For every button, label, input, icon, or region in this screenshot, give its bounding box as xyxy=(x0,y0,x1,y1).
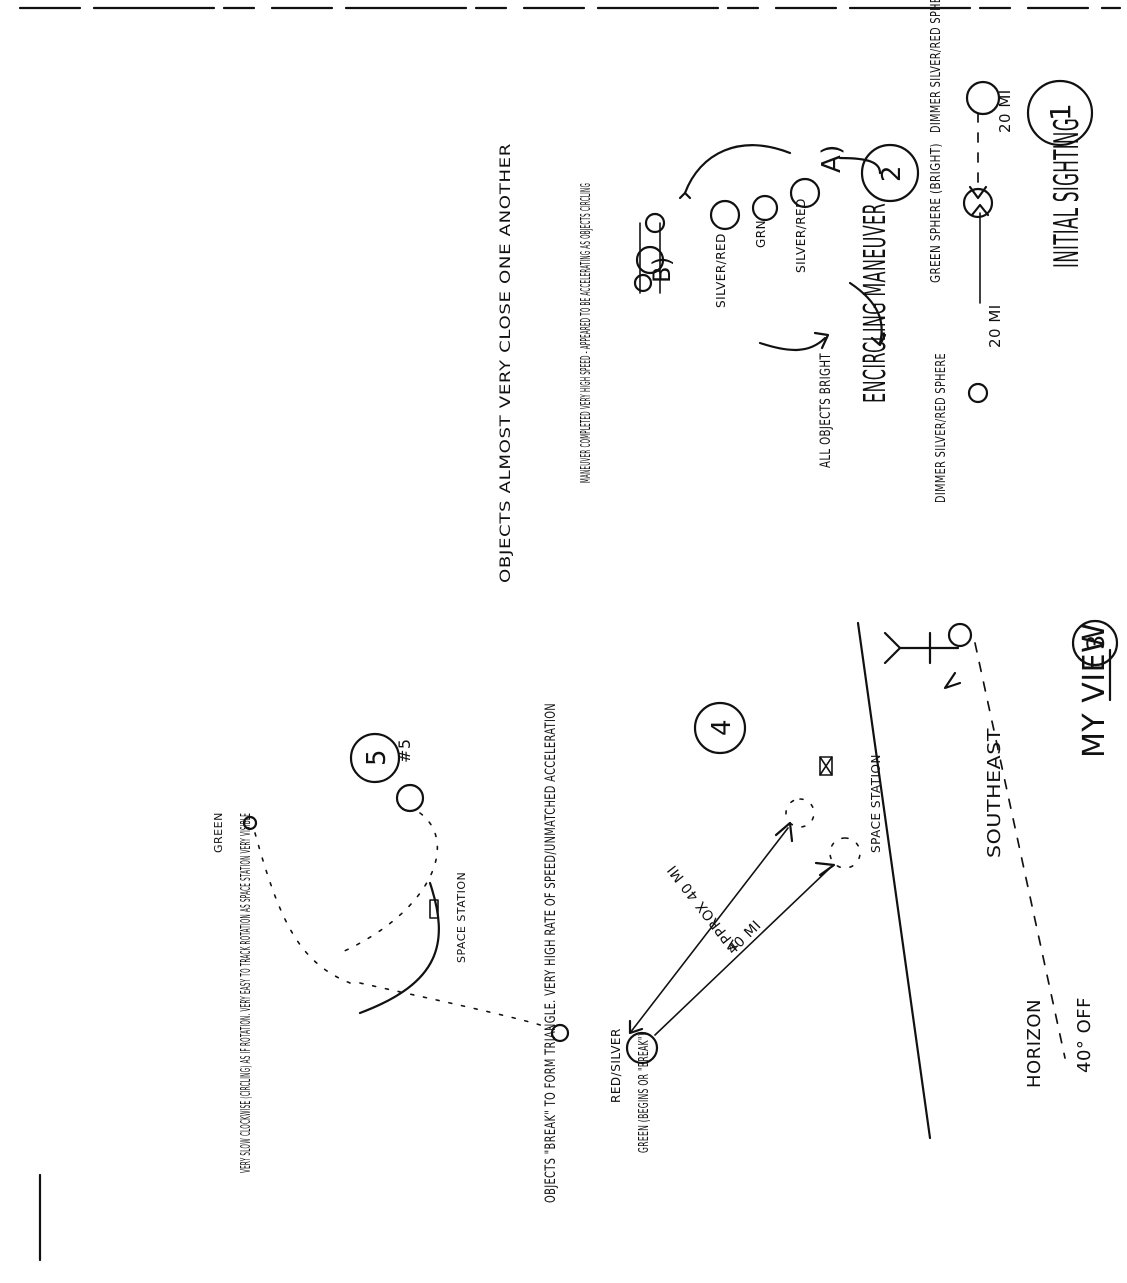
orbit-arrow-left xyxy=(678,191,692,200)
panel-3-number: 3 xyxy=(1082,634,1110,650)
horizon-line xyxy=(856,621,932,1140)
panel-4-number-circle xyxy=(693,701,747,755)
center-sphere-label: GREEN SPHERE (BRIGHT) xyxy=(929,143,944,283)
panel-1-number-circle xyxy=(1026,79,1094,147)
all-objects-bright: ALL OBJECTS BRIGHT xyxy=(818,353,834,468)
encircle-bottom-label: SILVER/RED xyxy=(714,233,728,308)
orbit-arrow-bottom xyxy=(813,331,830,350)
right-side-arrow xyxy=(814,861,836,877)
southeast-arrow xyxy=(943,671,962,690)
rotating-sphere-3 xyxy=(550,1023,570,1043)
left-dim-sphere xyxy=(965,80,1001,116)
right-triangle-side xyxy=(654,867,831,1036)
panel-2: 2 ENCIRCLING MANEUVER A) SILVER/RED GRN … xyxy=(498,143,920,583)
close-objects-note: OBJECTS ALMOST VERY CLOSE ONE ANOTHER xyxy=(498,143,514,583)
panel-2-number-circle xyxy=(860,143,920,203)
green-sphere xyxy=(962,187,994,219)
panel-2-number: 2 xyxy=(877,165,907,182)
rotated-drawing: 1 INITIAL SIGHTING 20 MI DIMMER SILVER/R… xyxy=(212,0,1119,1203)
encircle-top-sphere xyxy=(789,177,821,209)
close-sphere-3 xyxy=(633,273,653,293)
left-marker-label: #5 xyxy=(395,738,414,763)
rotation-note: VERY SLOW CLOCKWISE (CIRCLING) AS IF ROT… xyxy=(239,813,254,1173)
rotating-sphere-1 xyxy=(395,783,425,813)
panel-4: 4 APPROX 40 MI GREEN (BEGINS OR "BREAK")… xyxy=(543,701,883,1203)
panel-1-title: INITIAL SIGHTING xyxy=(1047,118,1087,268)
rotating-sphere-2 xyxy=(242,815,258,831)
orbit-arc-right xyxy=(838,156,882,175)
observer-legs xyxy=(883,631,902,665)
space-station-icon xyxy=(819,756,833,776)
southeast-label: SOUTHEAST xyxy=(984,727,1005,858)
panel-3-number-circle xyxy=(1071,619,1119,667)
encircle-bottom-sphere xyxy=(709,199,741,231)
panel-5-number: 5 xyxy=(362,749,392,766)
panel-1-number: 1 xyxy=(1044,103,1077,121)
orbit-arc-left xyxy=(683,144,792,195)
orbit-arrow-top xyxy=(870,333,887,347)
rotation-path-right xyxy=(359,982,551,1029)
panel-5-green-label: GREEN xyxy=(212,812,225,853)
maneuver-note: MANEUVER COMPLETED VERY HIGH SPEED - APP… xyxy=(579,183,594,483)
green-break-sphere xyxy=(625,1031,659,1065)
left-side-arrow-top xyxy=(774,821,794,843)
panel-4-number: 4 xyxy=(707,719,737,736)
observer-head xyxy=(947,622,973,648)
panel-3-title: MY VIEW xyxy=(1077,623,1112,758)
rotation-path-top xyxy=(339,812,439,954)
panel-5: 5 #5 GREEN RED/SILVER SPACE STATION VERY… xyxy=(212,732,623,1173)
panel-5-station-icon xyxy=(429,899,439,919)
left-side-arrow-bottom xyxy=(628,1019,644,1035)
scan-edge-marks xyxy=(18,6,1122,1262)
left-triangle-side xyxy=(629,827,789,1034)
left-sphere-label: DIMMER SILVER/RED SPHERE xyxy=(929,0,944,133)
triangle-caption: OBJECTS "BREAK" TO FORM TRIANGLE. VERY H… xyxy=(543,703,559,1203)
red-silver-label: RED/SILVER xyxy=(609,1028,623,1103)
encircle-green-label: GRN xyxy=(754,220,768,248)
encircle-green-sphere xyxy=(751,194,779,222)
right-distance-label: 20 MI xyxy=(986,304,1004,348)
space-station-label: SPACE STATION xyxy=(869,754,883,853)
orbit-arc-top xyxy=(848,281,883,345)
space-station-cross xyxy=(819,756,833,776)
panel-1: 1 INITIAL SIGHTING 20 MI DIMMER SILVER/R… xyxy=(929,0,1094,503)
panel-2-title: ENCIRCLING MANEUVER xyxy=(858,203,893,403)
rotation-path-left xyxy=(254,832,351,984)
encircle-top-label: SILVER/RED xyxy=(794,198,808,273)
orbit-arc-bottom xyxy=(758,336,827,352)
right-arrow xyxy=(970,203,990,217)
station-dotted-sphere xyxy=(829,837,861,869)
close-sphere-1 xyxy=(644,212,666,234)
right-dim-sphere xyxy=(967,382,989,404)
panel-3: 3 MY VIEW SOUTHEAST 40° OFF HORIZON xyxy=(856,619,1119,1140)
horizon-label: HORIZON xyxy=(1024,999,1045,1088)
close-sphere-2 xyxy=(635,245,665,275)
green-break-label: GREEN (BEGINS OR "BREAK") xyxy=(637,1033,652,1153)
angle-label: 40° OFF xyxy=(1074,997,1095,1073)
clockwise-arc xyxy=(358,881,440,1015)
panel-5-station-label: SPACE STATION xyxy=(455,872,468,963)
panel-5-number-circle xyxy=(349,732,401,784)
top-dotted-sphere xyxy=(785,798,815,828)
right-sphere-label: DIMMER SILVER/RED SPHERE xyxy=(934,353,949,503)
left-distance-label: 20 MI xyxy=(996,89,1014,133)
